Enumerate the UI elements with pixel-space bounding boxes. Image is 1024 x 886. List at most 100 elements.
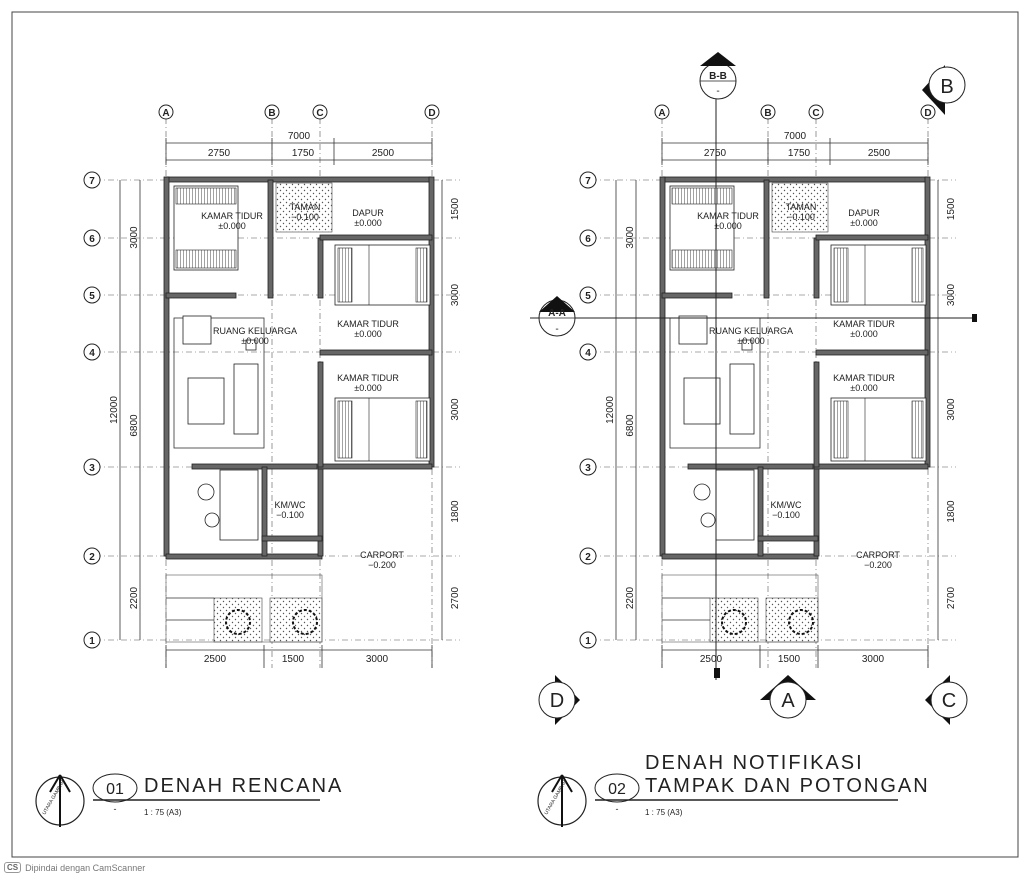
title-1-text: DENAH RENCANA [144,775,343,797]
room-level-km-wc: −0.100 [276,510,304,520]
wall [165,553,323,560]
dim-right-part: 1500 [946,197,957,220]
dim-top-part: 2750 [208,148,231,159]
room-label-kamar-tidur-2: KAMAR TIDUR [337,319,399,329]
dim-right-part: 1800 [450,500,461,523]
axis-label-d: D [924,108,931,119]
axis-bubble [654,104,670,120]
axis-bubble [83,458,101,476]
room-label-carport: CARPORT [856,550,900,560]
room-label-taman: TAMAN [786,202,817,212]
axis-label-b: B [764,108,771,119]
axis-bubble [424,104,440,120]
wall [317,463,433,470]
section-marker-aa: A-A - [530,296,977,337]
axis-bubble [579,229,597,247]
axis-bubble [158,104,174,120]
wall [815,234,929,241]
dim-left-part: 6800 [129,414,140,437]
room-label-kamar-tidur-2: KAMAR TIDUR [833,319,895,329]
dim-top-total: 7000 [288,131,311,142]
axis-label-2: 2 [89,552,95,563]
wall [661,176,929,183]
dim-bottom-part: 2500 [700,654,723,665]
title-2-line1: DENAH NOTIFIKASI [645,752,864,774]
dim-left-part: 2200 [625,586,636,609]
wall [319,349,433,356]
shrub-icon [788,609,814,635]
room-level-kamar-tidur-3: ±0.000 [354,383,381,393]
dim-top-part: 2500 [868,148,891,159]
dim-bottom-part: 2500 [204,654,227,665]
armchair-icon [182,315,212,345]
wall [267,179,274,299]
axis-label-3: 3 [585,463,591,474]
dim-right-part: 1800 [946,500,957,523]
wall [261,466,268,557]
room-label-ruang-keluarga: RUANG KELUARGA [213,326,297,336]
room-label-taman: TAMAN [290,202,321,212]
bed-end [175,187,237,205]
room-level-dapur: ±0.000 [850,218,877,228]
axis-bubble [760,104,776,120]
dim-bottom-part: 1500 [282,654,305,665]
toilet-icon [693,483,711,501]
axis-bubble [579,343,597,361]
column-marker [245,339,257,351]
wall [813,463,820,557]
elevation-a-label: A [781,690,795,712]
dim-left-part: 6800 [625,414,636,437]
wall [757,466,764,557]
dim-right-part: 3000 [946,283,957,306]
wall [319,234,433,241]
room-level-carport: −0.200 [864,560,892,570]
room-label-kamar-tidur-1: KAMAR TIDUR [697,211,759,221]
bed-pillow [337,247,353,303]
title-block-2: UTARA GAMBAR 02 - DENAH NOTIFIKASI TAMPA… [537,752,928,827]
wall [165,176,433,183]
shrub-icon [292,609,318,635]
room-level-dapur: ±0.000 [354,218,381,228]
bed-end [911,400,924,459]
axis-label-a: A [658,108,665,119]
front-terrace [661,574,819,643]
wall [763,179,770,299]
bed-end [415,400,428,459]
room-label-km-wc: KM/WC [275,500,306,510]
dim-top-part: 1750 [292,148,315,159]
bed-end [911,247,924,303]
shower-area [715,469,755,541]
axis-label-5: 5 [89,291,95,302]
dim-top-part: 1750 [788,148,811,159]
room-level-kamar-tidur-1: ±0.000 [714,221,741,231]
room-level-carport: −0.200 [368,560,396,570]
wall [757,535,819,542]
axis-bubble [83,343,101,361]
axis-bubble [83,229,101,247]
room-level-ruang-keluarga: ±0.000 [737,336,764,346]
wall [261,535,323,542]
elevation-marker-d: D [538,675,580,725]
sink-icon [700,512,716,528]
rug [173,317,265,449]
bed-pillow [337,400,353,459]
coffee-table [683,377,721,425]
wall [813,361,820,468]
elevation-c-label: C [942,690,956,712]
room-label-kamar-tidur-3: KAMAR TIDUR [337,373,399,383]
column-marker [741,339,753,351]
wall [813,463,929,470]
axis-bubble [579,547,597,565]
room-level-km-wc: −0.100 [772,510,800,520]
sofa-icon [233,363,259,435]
elevation-d-label: D [550,690,564,712]
dim-left-total: 12000 [109,396,120,424]
axis-label-1: 1 [585,636,591,647]
bed-end [415,247,428,303]
bed-pillow [175,249,237,269]
axis-bubble [264,104,280,120]
shower-area [219,469,259,541]
axis-bubble [312,104,328,120]
